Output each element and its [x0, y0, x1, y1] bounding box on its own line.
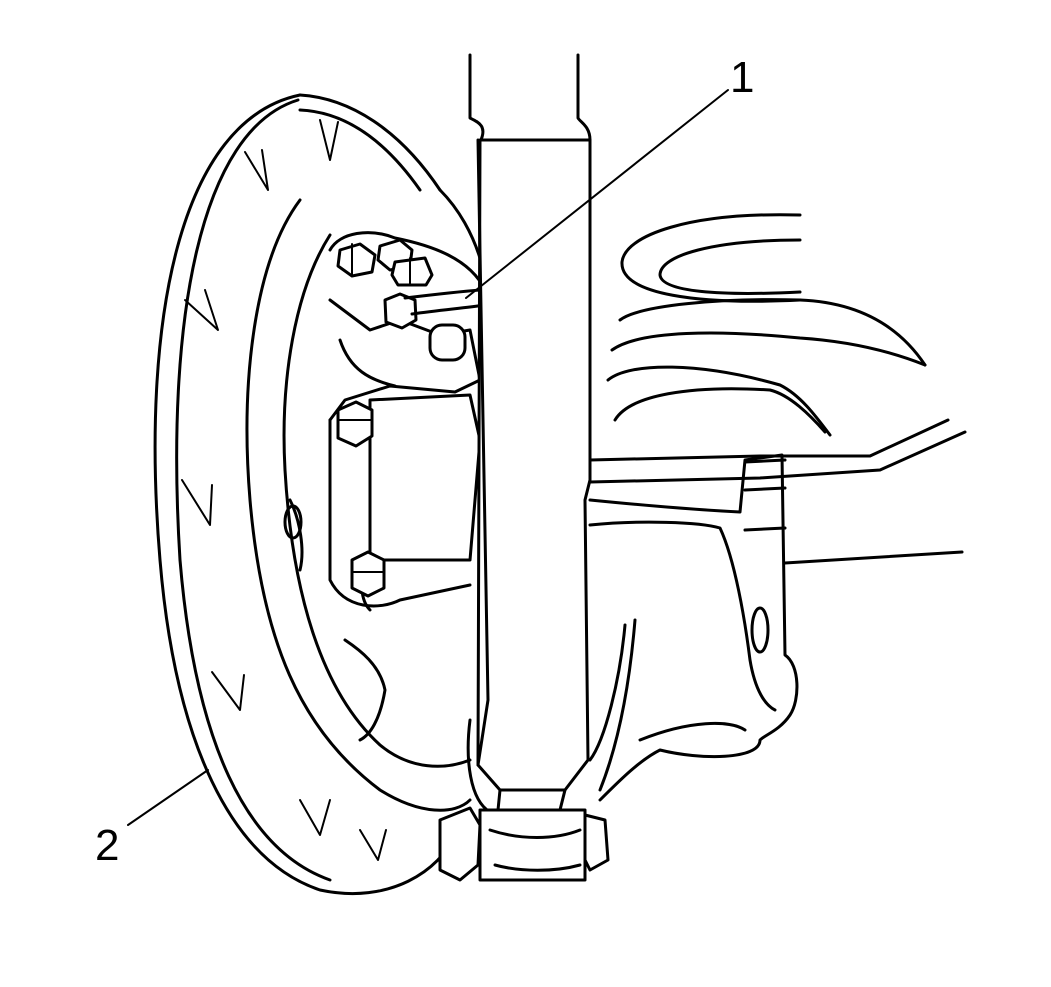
strut-assembly: [466, 53, 637, 814]
bolt: [383, 292, 418, 330]
caliper-bolts: [336, 238, 434, 598]
bolt: [390, 256, 434, 287]
brake-caliper: [283, 231, 487, 742]
bolt: [336, 242, 377, 278]
brake-disc: [153, 93, 488, 896]
bolt: [336, 400, 374, 448]
stabilizer-bar: [588, 418, 967, 565]
steering-knuckle: [588, 453, 799, 802]
bolt: [350, 550, 386, 598]
coil-spring: [606, 213, 927, 437]
callout-2-leader: [127, 769, 209, 826]
strut-lower-bushing: [438, 806, 610, 882]
callout-1-label: 1: [730, 53, 754, 102]
callout-2-label: 2: [95, 821, 119, 870]
callout-1-leader: [465, 89, 729, 299]
